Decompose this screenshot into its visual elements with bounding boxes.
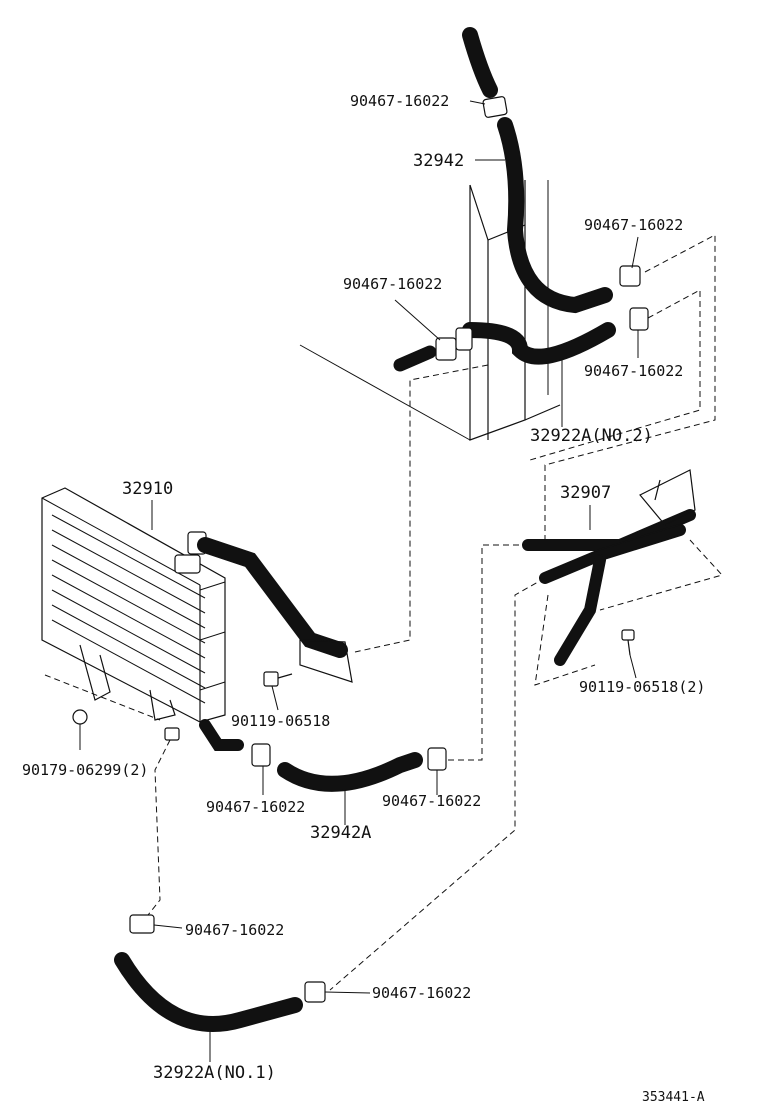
label-cooler-32910: 32910 xyxy=(122,479,173,499)
connection-lines-upper xyxy=(354,234,716,653)
label-hose-32922a-no1: 32922A(NO.1) xyxy=(153,1063,276,1083)
label-clip-lower-upper: 90467-16022 xyxy=(185,921,284,939)
label-hose-32922a-no2: 32922A(NO.2) xyxy=(530,426,653,446)
label-nut-90179: 90179-06299(2) xyxy=(22,761,148,779)
hose-32942 xyxy=(462,27,613,314)
label-hose-32942a: 32942A xyxy=(310,823,371,843)
bolt-icon-group xyxy=(72,629,635,741)
label-bolt-right: 90119-06518(2) xyxy=(579,678,705,696)
oil-cooler-32910 xyxy=(41,487,226,723)
clip-icon-upper xyxy=(435,96,649,361)
label-clip-center-right: 90467-16022 xyxy=(382,792,481,810)
label-clip-right-upper: 90467-16022 xyxy=(584,216,683,234)
hose-32922a-no2 xyxy=(393,322,616,372)
label-bolt-center: 90119-06518 xyxy=(231,712,330,730)
figure-code: 353441-A xyxy=(642,1090,705,1105)
part-labels: 90467-16022 32942 90467-16022 90467-1602… xyxy=(22,92,705,1105)
hose-32922a-no1 xyxy=(114,914,326,1032)
leader-lines xyxy=(79,100,639,1062)
label-hose-32942: 32942 xyxy=(413,151,464,171)
hose-32942a xyxy=(251,743,447,792)
label-clip-right-lower: 90467-16022 xyxy=(584,362,683,380)
label-clip-center-left: 90467-16022 xyxy=(206,798,305,816)
radiator-tank-structure xyxy=(299,180,561,441)
connection-lines-center xyxy=(44,544,546,991)
cooler-pipe-bracket xyxy=(197,537,353,751)
label-clip-upper: 90467-16022 xyxy=(350,92,449,110)
label-tube-32907: 32907 xyxy=(560,483,611,503)
label-clip-left-upper: 90467-16022 xyxy=(343,275,442,293)
tube-assembly-32907 xyxy=(522,469,723,686)
label-clip-lower-right: 90467-16022 xyxy=(372,984,471,1002)
